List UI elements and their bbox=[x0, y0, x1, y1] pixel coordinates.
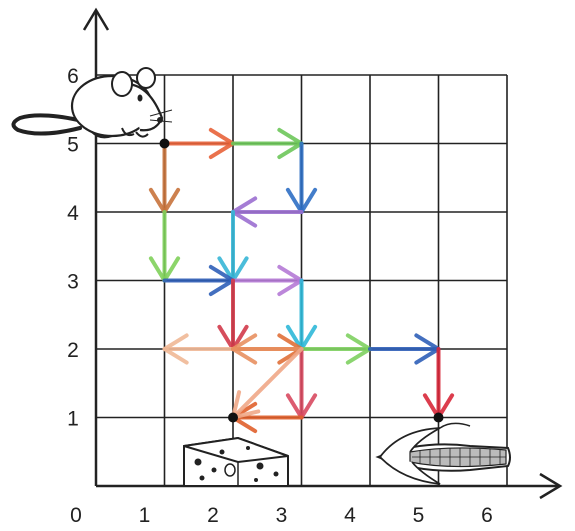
path-arrow bbox=[370, 335, 439, 362]
y-tick-label: 4 bbox=[67, 202, 79, 225]
mouse-start-point bbox=[160, 139, 170, 149]
path-arrow bbox=[219, 212, 246, 281]
y-tick-label: 2 bbox=[67, 339, 79, 362]
mouse-icon bbox=[13, 68, 172, 137]
corn-point bbox=[434, 413, 444, 423]
path-arrow bbox=[219, 281, 246, 350]
path-arrow bbox=[233, 349, 302, 418]
x-tick-label: 2 bbox=[207, 504, 219, 527]
path-arrow bbox=[233, 198, 302, 225]
y-tick-label: 3 bbox=[67, 271, 79, 294]
x-tick-label: 3 bbox=[276, 504, 288, 527]
x-tick-label: 4 bbox=[344, 504, 356, 527]
x-tick-labels: 0 1 2 3 4 5 6 bbox=[70, 504, 493, 527]
path-arrow bbox=[151, 144, 178, 213]
x-tick-label: 5 bbox=[413, 504, 425, 527]
path-arrow bbox=[425, 349, 452, 418]
x-axis bbox=[96, 474, 560, 498]
path-arrow bbox=[288, 144, 315, 213]
x-tick-label: 0 bbox=[70, 504, 82, 527]
path-arrow bbox=[233, 130, 302, 157]
path-arrow bbox=[165, 267, 234, 294]
path-arrow bbox=[151, 212, 178, 281]
x-tick-label: 1 bbox=[139, 504, 151, 527]
path-arrow bbox=[302, 335, 371, 362]
path-arrow bbox=[233, 267, 302, 294]
path-arrow bbox=[288, 281, 315, 350]
y-tick-label: 1 bbox=[67, 408, 79, 431]
y-tick-label: 5 bbox=[67, 134, 79, 157]
cheese-icon bbox=[184, 438, 288, 486]
corn-icon bbox=[378, 423, 510, 484]
x-tick-label: 6 bbox=[481, 504, 493, 527]
path-arrow bbox=[165, 130, 234, 157]
path-arrow bbox=[165, 335, 234, 362]
cheese-point bbox=[228, 413, 238, 423]
y-tick-label: 6 bbox=[67, 65, 79, 88]
